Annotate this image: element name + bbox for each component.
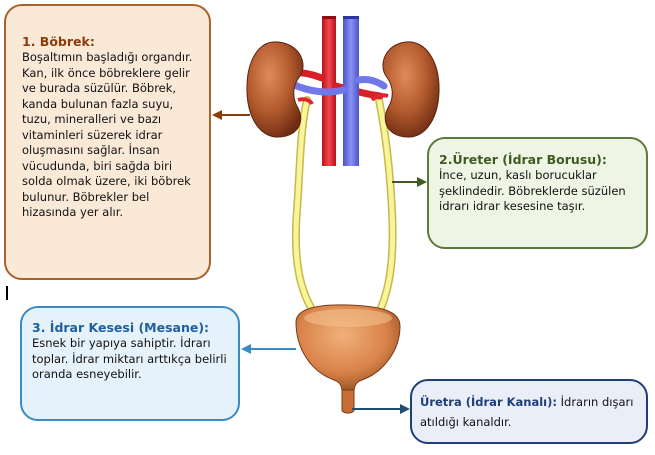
vena-cava [288, 16, 388, 166]
kidney-title: 1. Böbrek: [22, 34, 95, 49]
urethra-description: İdrarın dışarı atıldığı kanaldır. [420, 395, 634, 429]
ureter-info-box: 2.Üreter (İdrar Borusu): İnce, uzun, kas… [427, 137, 648, 249]
bladder-info-box: 3. İdrar Kesesi (Mesane): Esnek bir yapı… [20, 306, 240, 421]
ureter-title: 2.Üreter (İdrar Borusu): [439, 152, 607, 167]
bladder-description: Esnek bir yapıya sahiptir. İdrarı toplar… [32, 336, 227, 381]
right-kidney [370, 41, 440, 138]
arrow-to-ureter [392, 177, 427, 187]
arrow-to-urethra [352, 404, 410, 414]
kidney-info-box: 1. Böbrek: Boşaltımın başladığı organdır… [4, 4, 211, 280]
ureter-tubes [291, 96, 397, 322]
arrow-to-kidney [212, 110, 250, 120]
kidney-description: Boşaltımın başladığı organdır. Kan, ilk … [22, 50, 193, 219]
urethra-info-box: Üretra (İdrar Kanalı): İdrarın dışarı at… [410, 379, 648, 444]
text-cursor [6, 286, 8, 300]
urethra [341, 389, 355, 414]
arrow-to-bladder [241, 344, 296, 354]
bladder [295, 304, 401, 393]
urethra-title: Üretra (İdrar Kanalı): [420, 395, 557, 409]
ureter-description: İnce, uzun, kaslı borucuklar şeklindedir… [439, 168, 626, 213]
bladder-title: 3. İdrar Kesesi (Mesane): [32, 320, 210, 335]
left-kidney [246, 41, 314, 138]
